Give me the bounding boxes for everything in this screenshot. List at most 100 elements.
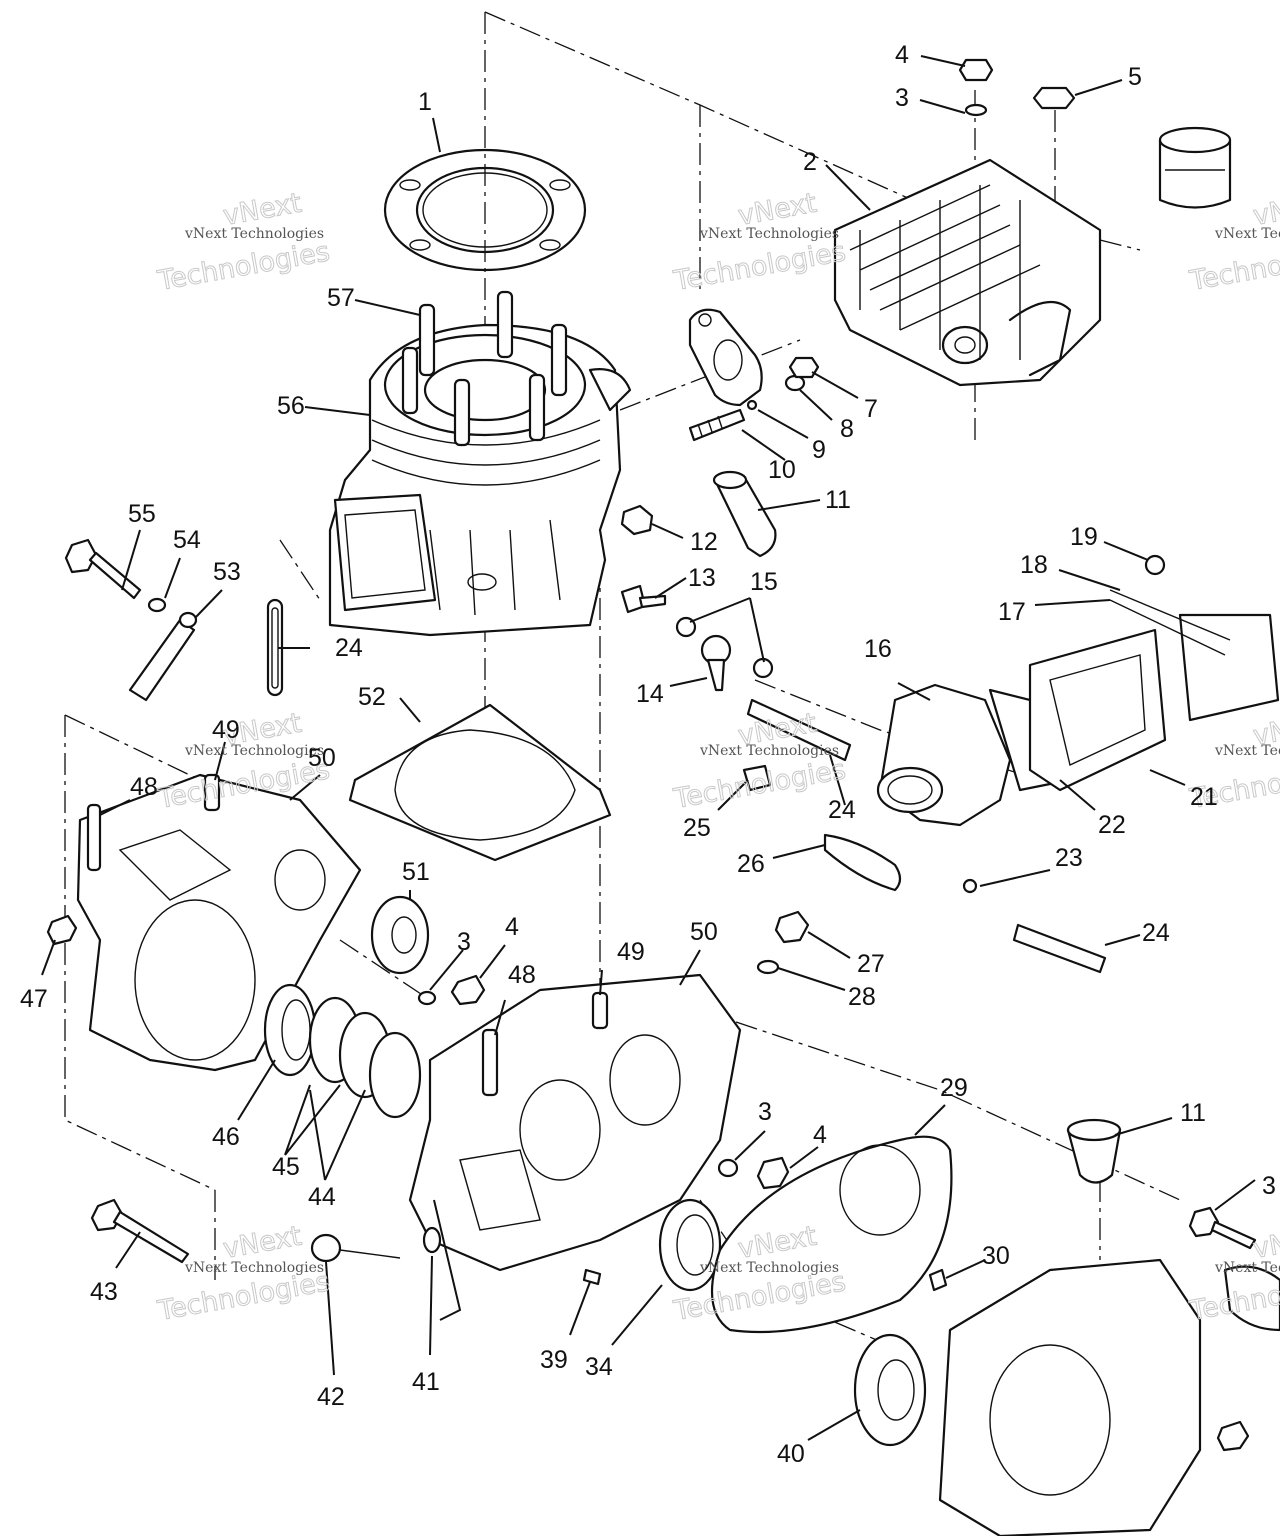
callout-1: 1 <box>418 88 432 116</box>
callout-5: 5 <box>1128 63 1142 91</box>
svg-text:vNext Technologies: vNext Technologies <box>699 1260 839 1276</box>
head-nut-bolts <box>746 58 1076 411</box>
callout-48-left: 48 <box>130 773 158 801</box>
bolt-55-washer-54-pin-53 <box>64 538 198 702</box>
reed-valve-assembly-part <box>1028 554 1280 792</box>
callout-41: 41 <box>412 1368 440 1396</box>
callout-24-mid: 24 <box>828 796 856 824</box>
callout-4-mid: 4 <box>813 1121 827 1149</box>
callout-8: 8 <box>840 415 854 443</box>
svg-text:vNext Technologies: vNext Technologies <box>1214 1260 1280 1276</box>
callout-labels: 1 2 3 4 5 7 8 9 10 11 12 13 15 14 16 19 … <box>20 41 1276 1468</box>
callout-12: 12 <box>690 528 718 556</box>
callout-52: 52 <box>358 683 386 711</box>
callout-10: 10 <box>768 456 796 484</box>
callout-4: 4 <box>895 41 909 69</box>
svg-text:Technologies: Technologies <box>155 236 332 297</box>
gasket-plates-24 <box>266 598 1107 974</box>
callout-24-left: 24 <box>335 634 363 662</box>
callout-3-left: 3 <box>457 928 471 956</box>
callout-50-left: 50 <box>308 744 336 772</box>
callout-54: 54 <box>173 526 201 554</box>
callout-50-mid: 50 <box>690 918 718 946</box>
watermark-1: vNext Technologies vNext Technologies <box>154 187 332 297</box>
clamps-and-plugs <box>742 764 978 894</box>
callout-39: 39 <box>540 1346 568 1374</box>
callout-25: 25 <box>683 814 711 842</box>
water-fitting-part-bottom <box>1066 1118 1122 1184</box>
svg-text:vNext Technologies: vNext Technologies <box>184 743 324 759</box>
callout-42: 42 <box>317 1383 345 1411</box>
callout-49-left: 49 <box>212 716 240 744</box>
callout-28: 28 <box>848 983 876 1011</box>
crankshaft-bearings-seals <box>46 895 486 1119</box>
cover-gasket-29 <box>710 1135 953 1334</box>
callout-11-bottom: 11 <box>1180 1099 1206 1127</box>
water-fitting-part <box>712 470 777 558</box>
washer-bolt-mid <box>717 1156 790 1190</box>
cylinder-studs <box>401 290 568 447</box>
callout-45: 45 <box>272 1153 300 1181</box>
head-gasket-part <box>383 148 587 272</box>
watermark-2: vNext Technologies vNext Technologies <box>670 187 848 297</box>
callout-18: 18 <box>1020 551 1048 579</box>
callout-56: 56 <box>277 392 305 420</box>
pin-30-bearing-40 <box>853 1268 948 1447</box>
watermark-4: vNext Technologies vNext Technologies <box>154 707 332 815</box>
plug-oring-pin <box>310 1226 602 1286</box>
base-gasket-part <box>348 703 612 862</box>
callout-46: 46 <box>212 1123 240 1151</box>
callout-24-right: 24 <box>1142 919 1170 947</box>
callout-3-right: 3 <box>1262 1172 1276 1200</box>
callout-3-mid: 3 <box>758 1098 772 1126</box>
thermostat-housing-part <box>1158 126 1232 209</box>
callout-29: 29 <box>940 1074 968 1102</box>
magneto-cover-part <box>938 1206 1280 1536</box>
callout-23: 23 <box>1055 844 1083 872</box>
callout-40: 40 <box>777 1440 805 1468</box>
svg-text:vNext Technologies: vNext Technologies <box>699 226 839 242</box>
callout-9: 9 <box>812 436 826 464</box>
callout-27: 27 <box>857 950 885 978</box>
callout-leader-lines <box>41 55 1256 1441</box>
callout-47: 47 <box>20 985 48 1013</box>
callout-55: 55 <box>128 500 156 528</box>
svg-text:vNext Technologies: vNext Technologies <box>184 226 324 242</box>
svg-text:vNext: vNext <box>221 1221 304 1265</box>
svg-text:vNext Technologies: vNext Technologies <box>699 743 839 759</box>
cylinder-part <box>328 323 632 637</box>
callout-3: 3 <box>895 84 909 112</box>
callout-30: 30 <box>982 1242 1010 1270</box>
callout-57: 57 <box>327 284 355 312</box>
svg-text:Technologies: Technologies <box>671 236 848 297</box>
svg-text:Technologies: Technologies <box>1187 236 1280 297</box>
callout-15: 15 <box>750 568 778 596</box>
callout-48-mid: 48 <box>508 961 536 989</box>
watermark-7: vNext Technologies vNext Technologies <box>154 1220 332 1327</box>
callout-14: 14 <box>636 680 664 708</box>
svg-text:vNext Technologies: vNext Technologies <box>1214 226 1280 242</box>
callout-43: 43 <box>90 1278 118 1306</box>
exhaust-stud-part <box>688 408 746 442</box>
callout-26: 26 <box>737 850 765 878</box>
callout-44: 44 <box>308 1183 336 1211</box>
svg-text:vNext Technologies: vNext Technologies <box>1214 743 1280 759</box>
callout-11: 11 <box>825 486 851 514</box>
callout-34: 34 <box>585 1353 613 1381</box>
watermark-5: vNext Technologies vNext Technologies <box>670 707 848 815</box>
callout-53: 53 <box>213 558 241 586</box>
callout-2: 2 <box>803 148 817 176</box>
callout-21: 21 <box>1190 783 1218 811</box>
callout-4-left: 4 <box>505 913 519 941</box>
svg-text:Technologies: Technologies <box>671 754 848 815</box>
svg-text:vNext: vNext <box>1251 1221 1280 1265</box>
callout-17: 17 <box>998 598 1026 626</box>
crankcase-bolt-43 <box>90 1198 190 1264</box>
exhaust-flange-gasket-part <box>688 308 763 407</box>
right-crankcase-half-part <box>408 973 742 1272</box>
callout-49-mid: 49 <box>617 938 645 966</box>
small-fasteners-12-13 <box>620 504 667 614</box>
callout-22: 22 <box>1098 811 1126 839</box>
callout-7: 7 <box>864 395 878 423</box>
